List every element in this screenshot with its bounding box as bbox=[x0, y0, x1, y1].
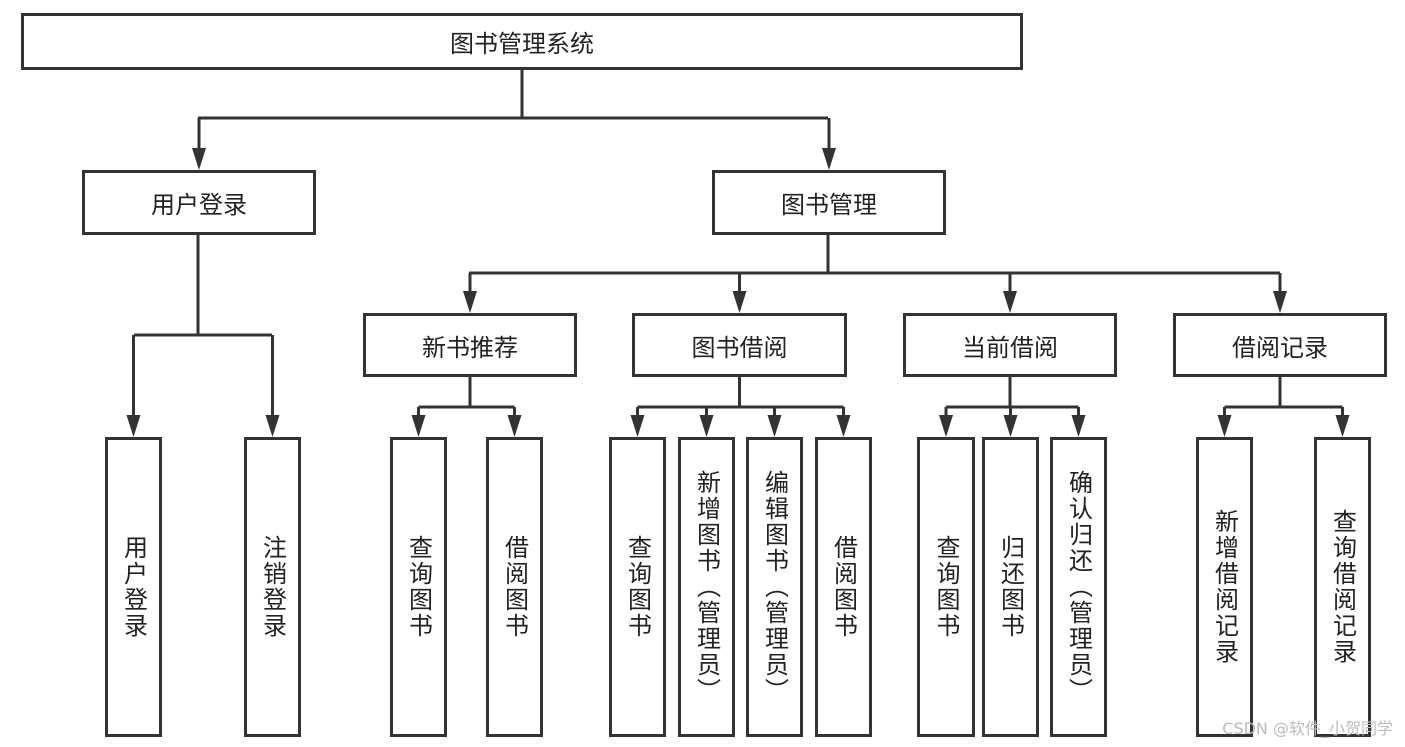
watermark: CSDN @软件_小贺同学 bbox=[1222, 719, 1393, 738]
arrow-head-icon bbox=[732, 291, 747, 313]
arrow-head-icon bbox=[630, 415, 645, 437]
node-leaf: 查询借阅记录 bbox=[1314, 437, 1371, 737]
arrow-head-icon bbox=[463, 291, 477, 313]
arrow-head-icon bbox=[192, 148, 206, 170]
arrow-head-icon bbox=[411, 415, 426, 437]
node-leaf: 编辑图书（管理员） bbox=[746, 437, 803, 737]
arrow-head-icon bbox=[265, 415, 280, 437]
node-level2: 新书推荐 bbox=[363, 313, 577, 377]
node-level2: 图书借阅 bbox=[632, 313, 847, 377]
arrow-head-icon bbox=[126, 415, 141, 437]
node-leaf: 借阅图书 bbox=[486, 437, 543, 737]
node-leaf: 新增借阅记录 bbox=[1196, 437, 1253, 737]
node-leaf: 借阅图书 bbox=[815, 437, 872, 737]
node-root: 图书管理系统 bbox=[21, 13, 1023, 70]
arrow-head-icon bbox=[767, 415, 782, 437]
arrow-head-icon bbox=[822, 148, 836, 170]
arrow-head-icon bbox=[1335, 415, 1350, 437]
node-leaf: 用户登录 bbox=[105, 437, 162, 737]
arrow-head-icon bbox=[1217, 415, 1232, 437]
arrow-head-icon bbox=[939, 415, 953, 437]
arrow-head-icon bbox=[1273, 291, 1287, 313]
arrow-head-icon bbox=[1003, 291, 1017, 313]
node-level2: 当前借阅 bbox=[903, 313, 1117, 377]
arrow-head-icon bbox=[1071, 415, 1086, 437]
node-level1: 用户登录 bbox=[82, 170, 316, 235]
arrow-head-icon bbox=[1003, 415, 1018, 437]
arrow-head-icon bbox=[507, 415, 522, 437]
node-leaf: 确认归还（管理员） bbox=[1050, 437, 1107, 737]
node-leaf: 查询图书 bbox=[609, 437, 666, 737]
node-leaf: 查询图书 bbox=[917, 437, 975, 737]
arrow-head-icon bbox=[699, 415, 714, 437]
node-leaf: 查询图书 bbox=[390, 437, 447, 737]
node-leaf: 新增图书（管理员） bbox=[678, 437, 735, 737]
node-level1: 图书管理 bbox=[712, 170, 946, 235]
node-leaf: 归还图书 bbox=[982, 437, 1039, 737]
node-level2: 借阅记录 bbox=[1173, 313, 1387, 377]
arrow-head-icon bbox=[836, 415, 851, 437]
node-leaf: 注销登录 bbox=[244, 437, 301, 737]
